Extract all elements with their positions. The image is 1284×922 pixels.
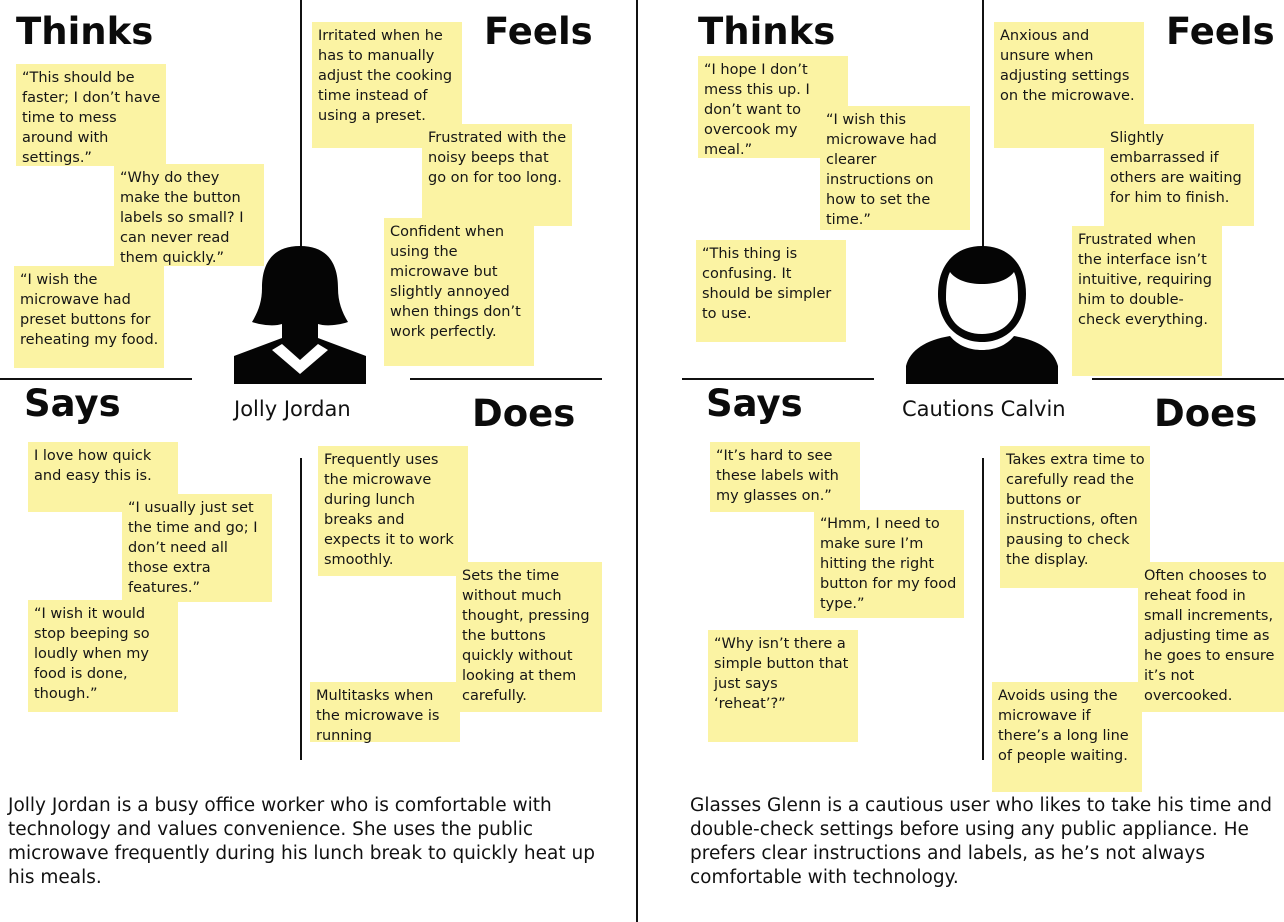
quadrant-line-right-horizontal bbox=[410, 378, 602, 380]
feels-note: Slightly embarrassed if others are waiti… bbox=[1104, 124, 1254, 226]
persona-description: Jolly Jordan is a busy office worker who… bbox=[8, 795, 595, 888]
does-note: Takes extra time to carefully read the b… bbox=[1000, 446, 1150, 588]
feels-note: Frustrated when the interface isn’t intu… bbox=[1072, 226, 1222, 376]
quadrant-line-right-horizontal bbox=[1092, 378, 1284, 380]
quadrant-line-bottom-vertical bbox=[300, 458, 302, 760]
persona-name: Cautions Calvin bbox=[902, 397, 1066, 421]
thinks-note: “Why do they make the button labels so s… bbox=[114, 164, 264, 266]
does-heading: Does bbox=[472, 392, 576, 435]
thinks-heading: Thinks bbox=[16, 10, 154, 53]
feels-heading: Feels bbox=[484, 10, 593, 53]
does-note: Multitasks when the microwave is running bbox=[310, 682, 460, 744]
quadrant-line-bottom-vertical bbox=[982, 458, 984, 760]
feels-note: Confident when using the microwave but s… bbox=[384, 218, 534, 366]
persona-name: Jolly Jordan bbox=[234, 397, 351, 421]
says-note: “Hmm, I need to make sure I’m hitting th… bbox=[814, 510, 964, 618]
says-note: “I wish it would stop beeping so loudly … bbox=[28, 600, 178, 712]
panel-divider bbox=[636, 0, 638, 922]
thinks-note: “This should be faster; I don’t have tim… bbox=[16, 64, 166, 166]
does-note: Frequently uses the microwave during lun… bbox=[318, 446, 468, 576]
says-heading: Says bbox=[706, 382, 803, 425]
says-heading: Says bbox=[24, 382, 121, 425]
says-note: “Why isn’t there a simple button that ju… bbox=[708, 630, 858, 742]
thinks-note: “This thing is confusing. It should be s… bbox=[696, 240, 846, 342]
says-note: “I usually just set the time and go; I d… bbox=[122, 494, 272, 602]
quadrant-line-top-vertical bbox=[300, 0, 302, 248]
feels-heading: Feels bbox=[1166, 10, 1275, 53]
does-note: Often chooses to reheat food in small in… bbox=[1138, 562, 1284, 712]
thinks-heading: Thinks bbox=[698, 10, 836, 53]
thinks-note: “I wish this microwave had clearer instr… bbox=[820, 106, 970, 230]
says-note: “It’s hard to see these labels with my g… bbox=[710, 442, 860, 512]
persona-description: Glasses Glenn is a cautious user who lik… bbox=[690, 795, 1272, 888]
quadrant-line-left-horizontal bbox=[0, 378, 192, 380]
does-note: Avoids using the microwave if there’s a … bbox=[992, 682, 1142, 792]
man-silhouette-icon bbox=[906, 244, 1058, 384]
does-heading: Does bbox=[1154, 392, 1258, 435]
does-note: Sets the time without much thought, pres… bbox=[456, 562, 602, 712]
quadrant-line-left-horizontal bbox=[682, 378, 874, 380]
quadrant-line-top-vertical bbox=[982, 0, 984, 248]
feels-note: Frustrated with the noisy beeps that go … bbox=[422, 124, 572, 226]
thinks-note: “I wish the microwave had preset buttons… bbox=[14, 266, 164, 368]
woman-silhouette-icon bbox=[234, 246, 366, 384]
